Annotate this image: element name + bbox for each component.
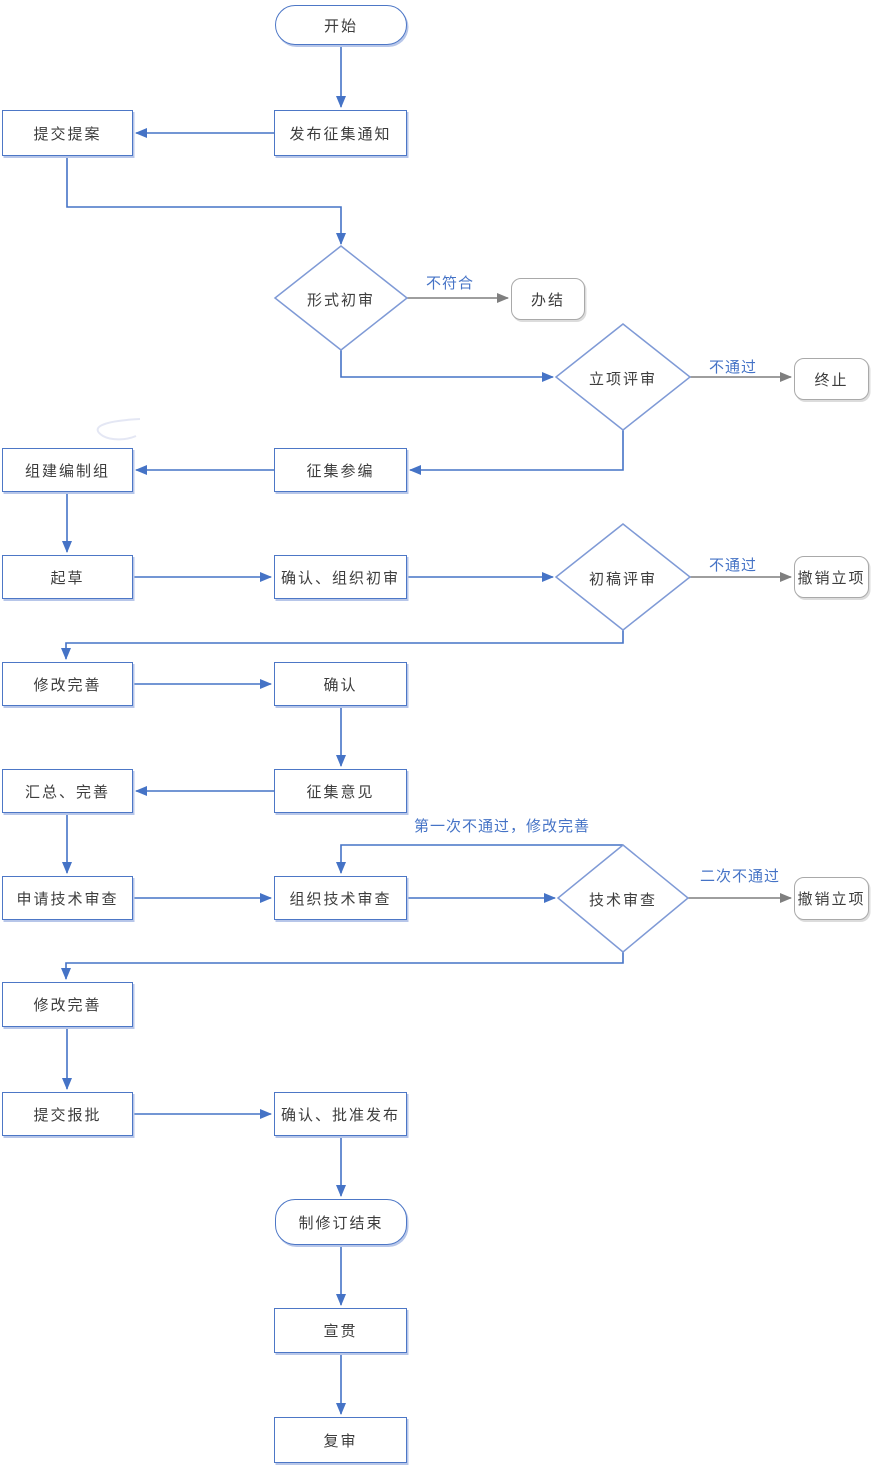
- node-re-examine: 复审: [274, 1417, 407, 1463]
- edge-submit-proposal-to-formal-review: [66, 156, 346, 245]
- faint-curve-artifact: [96, 418, 141, 441]
- edge-label-first-fail-revise: 第一次不通过，修改完善: [414, 817, 591, 835]
- node-close-case-label: 办结: [530, 290, 565, 309]
- node-confirm-label: 确认: [323, 675, 358, 694]
- node-re-examine-label: 复审: [323, 1431, 358, 1450]
- node-technical-review-label: 技术审查: [588, 891, 657, 909]
- edge-technical-review-to-revise2: [61, 952, 624, 980]
- node-terminate: 终止: [794, 358, 869, 400]
- edge-project-review-to-recruit: [409, 430, 624, 475]
- node-summarize-improve-label: 汇总、完善: [24, 782, 110, 801]
- node-confirm-approve-publish: 确认、批准发布: [274, 1092, 407, 1136]
- edge-technical-review-first-fail-loop: [336, 844, 623, 874]
- node-revoke-project-2-label: 撤销立项: [797, 890, 866, 908]
- node-terminate-label: 终止: [814, 370, 849, 389]
- edge-formal-review-to-project-review: [340, 350, 554, 382]
- node-first-draft-review-label: 初稿评审: [588, 570, 657, 588]
- edge-label-not-conform: 不符合: [426, 274, 475, 292]
- node-draft: 起草: [2, 555, 133, 599]
- node-confirm-approve-publish-label: 确认、批准发布: [280, 1105, 400, 1124]
- node-start: 开始: [275, 5, 407, 45]
- node-publish-notice-label: 发布征集通知: [289, 124, 392, 143]
- node-apply-technical-review-label: 申请技术审查: [16, 889, 119, 908]
- node-submit-for-approval: 提交报批: [2, 1092, 133, 1136]
- node-revise-improve-2-label: 修改完善: [33, 996, 102, 1014]
- node-confirm-organize-initial-review: 确认、组织初审: [274, 555, 407, 599]
- node-revoke-project-2: 撤销立项: [794, 877, 869, 920]
- node-recruit-participants: 征集参编: [274, 448, 407, 492]
- node-submit-for-approval-label: 提交报批: [33, 1105, 102, 1124]
- node-confirm: 确认: [274, 662, 407, 706]
- node-formal-review-label: 形式初审: [306, 291, 375, 309]
- node-revise-improve-2: 修改完善: [2, 982, 133, 1027]
- node-draft-label: 起草: [50, 568, 85, 587]
- edge-label-second-fail: 二次不通过: [700, 867, 781, 885]
- node-recruit-participants-label: 征集参编: [306, 461, 375, 480]
- edge-label-not-pass-first-draft: 不通过: [709, 556, 758, 574]
- node-organize-technical-review: 组织技术审查: [274, 876, 407, 920]
- node-submit-proposal-label: 提交提案: [33, 124, 102, 143]
- node-submit-proposal: 提交提案: [2, 110, 133, 156]
- node-start-label: 开始: [323, 16, 358, 35]
- node-promote: 宣贯: [274, 1308, 407, 1353]
- node-form-drafting-group-label: 组建编制组: [24, 461, 110, 480]
- node-organize-technical-review-label: 组织技术审查: [289, 889, 392, 908]
- node-revise-improve-1: 修改完善: [2, 662, 133, 706]
- node-promote-label: 宣贯: [323, 1322, 358, 1340]
- node-confirm-organize-initial-review-label: 确认、组织初审: [280, 568, 400, 587]
- node-revision-end-label: 制修订结束: [298, 1213, 384, 1232]
- node-form-drafting-group: 组建编制组: [2, 448, 133, 492]
- node-close-case: 办结: [511, 278, 585, 320]
- node-project-review-label: 立项评审: [588, 370, 657, 388]
- node-publish-notice: 发布征集通知: [274, 110, 407, 156]
- edge-label-not-pass-project: 不通过: [709, 358, 758, 376]
- node-revise-improve-1-label: 修改完善: [33, 675, 102, 694]
- node-revoke-project-1: 撤销立项: [794, 556, 869, 598]
- node-solicit-opinions-label: 征集意见: [306, 782, 375, 801]
- node-revision-end: 制修订结束: [275, 1199, 407, 1245]
- edge-first-draft-review-to-revise1: [61, 630, 624, 660]
- node-apply-technical-review: 申请技术审查: [2, 876, 133, 920]
- node-solicit-opinions: 征集意见: [274, 769, 407, 813]
- node-revoke-project-1-label: 撤销立项: [797, 568, 866, 587]
- node-summarize-improve: 汇总、完善: [2, 769, 133, 813]
